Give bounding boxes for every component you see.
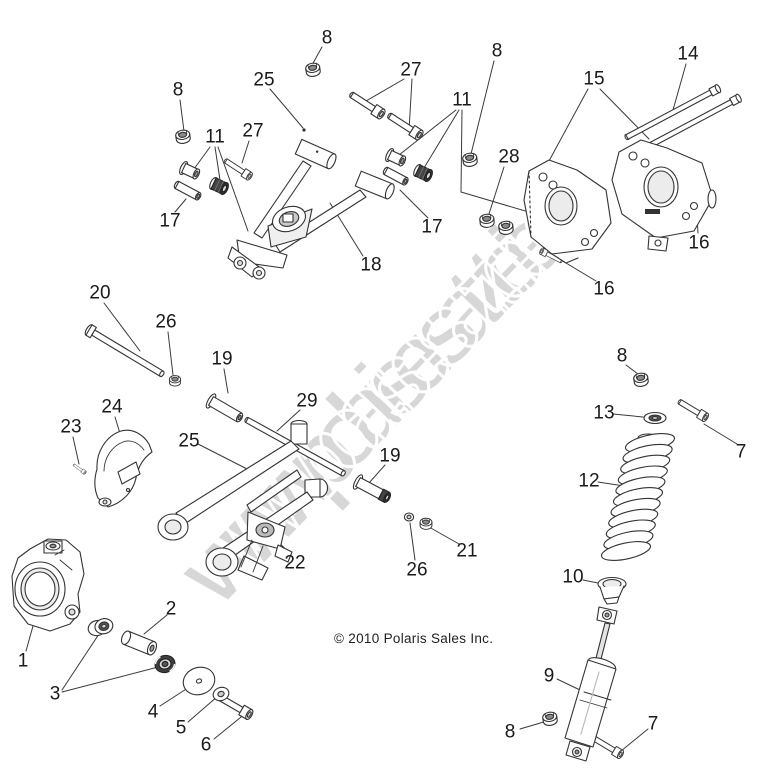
copyright-text: © 2010 Polaris Sales Inc. <box>334 631 494 646</box>
part-bushing-stack <box>87 618 230 702</box>
part-upper-a-arm <box>227 138 395 280</box>
part-mount-brackets <box>523 139 717 264</box>
part-flange-nuts <box>168 61 650 727</box>
part-shock-absorber <box>564 606 618 762</box>
part-washers-mid <box>248 411 667 522</box>
part-knuckle <box>11 538 85 632</box>
part-pivot-bolts-14 <box>624 84 742 152</box>
part-coil-spring <box>600 433 676 561</box>
part-bushings-pins-upper <box>173 128 433 201</box>
part-pins-19 <box>205 393 392 503</box>
part-spring-retainer <box>597 576 627 605</box>
part-guard-24 <box>94 429 153 508</box>
part-lower-arm <box>157 419 329 581</box>
part-pivot-tube-20 <box>84 324 165 378</box>
